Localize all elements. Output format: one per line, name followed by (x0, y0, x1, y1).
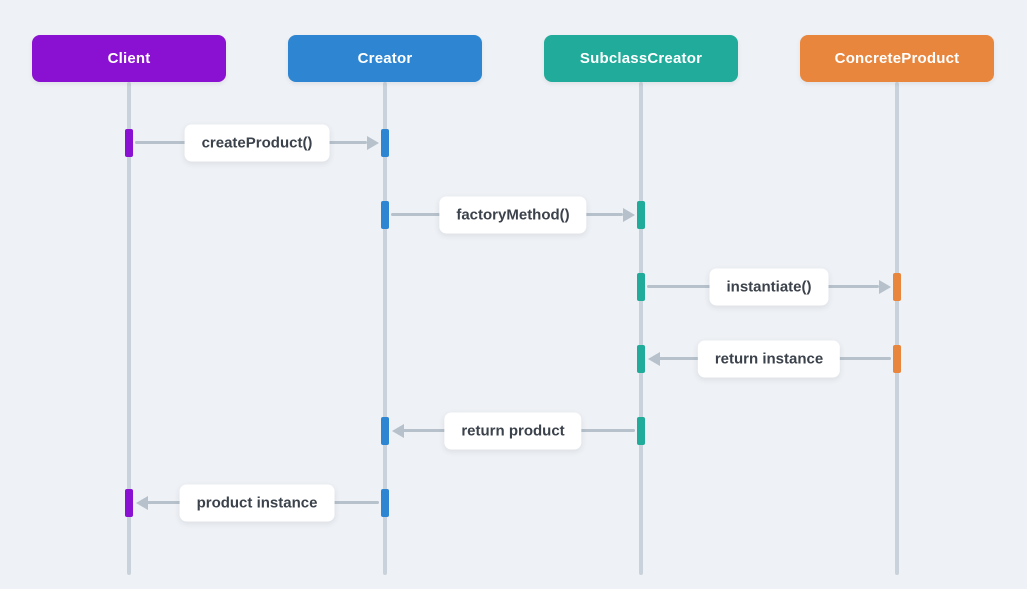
lifeline-client (127, 82, 131, 575)
activation-bar-client (125, 129, 133, 157)
activation-bar-client (125, 489, 133, 517)
activation-bar-creator (381, 417, 389, 445)
lifeline-concreteproduct (895, 82, 899, 575)
message-label: createProduct() (184, 124, 330, 162)
message-label: factoryMethod() (439, 196, 587, 234)
participant-concreteproduct: ConcreteProduct (800, 35, 994, 82)
message-label: return instance (697, 340, 841, 378)
activation-bar-subclasscreator (637, 273, 645, 301)
arrowhead-right-icon (367, 136, 379, 150)
activation-bar-concreteproduct (893, 345, 901, 373)
message-label: return product (444, 412, 582, 450)
participant-subclasscreator: SubclassCreator (544, 35, 738, 82)
activation-bar-creator (381, 489, 389, 517)
arrowhead-left-icon (648, 352, 660, 366)
arrowhead-right-icon (623, 208, 635, 222)
participant-client: Client (32, 35, 226, 82)
activation-bar-creator (381, 201, 389, 229)
activation-bar-subclasscreator (637, 345, 645, 373)
message-label: product instance (179, 484, 335, 522)
activation-bar-subclasscreator (637, 417, 645, 445)
message-label: instantiate() (709, 268, 829, 306)
activation-bar-subclasscreator (637, 201, 645, 229)
arrowhead-left-icon (136, 496, 148, 510)
lifeline-creator (383, 82, 387, 575)
arrowhead-right-icon (879, 280, 891, 294)
activation-bar-creator (381, 129, 389, 157)
activation-bar-concreteproduct (893, 273, 901, 301)
participant-creator: Creator (288, 35, 482, 82)
arrowhead-left-icon (392, 424, 404, 438)
lifeline-subclasscreator (639, 82, 643, 575)
